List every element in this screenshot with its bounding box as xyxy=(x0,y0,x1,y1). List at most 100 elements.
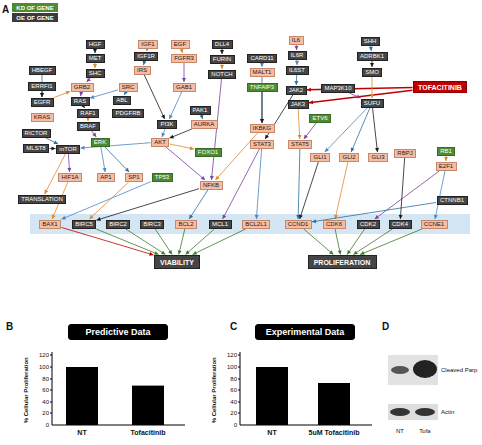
connector-line xyxy=(262,92,263,123)
connector xyxy=(180,49,184,53)
gene-box: IRS xyxy=(134,66,151,75)
gene-box: CDK2 xyxy=(357,220,380,229)
node-text: PDGFRB xyxy=(115,110,140,116)
arrowhead xyxy=(294,81,298,85)
connector-line xyxy=(87,78,91,82)
blot-strip xyxy=(388,355,438,385)
node-text: AKT xyxy=(154,139,166,145)
connector-line xyxy=(349,93,360,98)
y-axis xyxy=(240,352,241,425)
connector-line xyxy=(223,149,260,219)
node-text: GAB1 xyxy=(176,84,192,90)
connector xyxy=(294,75,298,85)
arrowhead xyxy=(182,78,186,82)
arrowhead xyxy=(375,215,379,219)
arrowhead xyxy=(294,46,298,50)
arrowhead xyxy=(325,148,329,152)
node-text: IL6ST xyxy=(289,67,305,73)
arrowhead xyxy=(40,93,44,97)
category-label: NT xyxy=(267,429,276,437)
gene-box: ERK xyxy=(91,138,110,147)
connector-line xyxy=(298,109,300,139)
gene-box: NFKB xyxy=(200,181,223,190)
gene-box: ETV6 xyxy=(309,114,331,123)
connector-line xyxy=(400,158,404,219)
arrowhead xyxy=(210,176,214,180)
node-text: FOXO1 xyxy=(198,149,218,155)
tick-label: 60 xyxy=(42,387,49,394)
arrowhead xyxy=(190,146,194,150)
arrowhead xyxy=(223,215,227,219)
arrowhead xyxy=(180,49,184,53)
gene-box: NOTCH xyxy=(208,70,236,79)
arrowhead xyxy=(370,94,374,98)
connector xyxy=(299,162,318,219)
gene-box: FGFR3 xyxy=(171,54,197,63)
connector xyxy=(369,46,373,51)
arrowhead xyxy=(338,250,342,254)
connector xyxy=(162,129,166,137)
tick-label: 40 xyxy=(230,399,237,406)
node-text: MET xyxy=(89,55,102,61)
connector xyxy=(96,229,158,255)
tick-label: 20 xyxy=(230,410,237,417)
node-text: GLI2 xyxy=(342,154,355,160)
node-text: IGF1 xyxy=(141,41,154,47)
node-text: SHC xyxy=(89,70,102,76)
node-text: MCL1 xyxy=(212,221,228,227)
gene-box: GRB2 xyxy=(71,83,94,92)
node-text: TP53 xyxy=(155,174,169,180)
node-text: FGFR3 xyxy=(174,55,194,61)
arrowhead xyxy=(399,215,403,219)
connector-line xyxy=(97,189,200,220)
lane-label: NT xyxy=(396,428,404,435)
panel-header: Experimental Data xyxy=(255,324,355,340)
blot-band xyxy=(391,366,409,374)
gene-box: RAS xyxy=(71,97,90,106)
connector xyxy=(260,92,264,123)
connector-line xyxy=(360,229,422,255)
connector-line xyxy=(193,229,246,255)
tick-label: 0 xyxy=(46,422,49,429)
gene-box: RAF1 xyxy=(77,109,99,118)
blot-strip xyxy=(388,404,438,420)
node-text: MALT1 xyxy=(253,69,272,75)
gene-box: PDGFRB xyxy=(112,109,144,118)
arrowhead xyxy=(298,135,302,139)
node-text: GLI1 xyxy=(313,154,326,160)
tick-label: 80 xyxy=(42,376,49,383)
gene-box: RB1 xyxy=(437,147,455,156)
tick-label: 40 xyxy=(42,399,49,406)
node-text: TOFACITINIB xyxy=(418,84,462,91)
node-text: ERK xyxy=(94,139,106,145)
node-text: SMO xyxy=(365,69,379,75)
tick-label: 120 xyxy=(39,352,49,359)
arrowhead xyxy=(97,217,101,221)
arrowhead xyxy=(170,135,174,139)
node-text: BIRC2 xyxy=(109,221,127,227)
arrowhead xyxy=(102,168,106,172)
connector-line xyxy=(126,229,166,255)
arrowhead xyxy=(143,61,147,65)
arrowhead xyxy=(299,215,303,219)
connector xyxy=(304,229,334,255)
connector xyxy=(255,149,262,219)
blot-label: Actin xyxy=(441,409,454,416)
connector xyxy=(86,117,90,121)
gene-box: MCL1 xyxy=(209,220,232,229)
connector xyxy=(351,108,370,152)
gene-box: SMO xyxy=(362,68,382,77)
arrowhead xyxy=(260,119,264,123)
gene-box: IGF1 xyxy=(138,40,158,49)
lane-label: Tofa xyxy=(419,428,430,435)
gene-box: BCL2L1 xyxy=(242,220,270,229)
node-text: MAP3K10 xyxy=(324,85,351,91)
connector-line xyxy=(373,108,378,152)
outcome-box: VIABILITY xyxy=(154,255,200,269)
connector xyxy=(92,131,97,137)
node-text: STAT3 xyxy=(253,141,271,147)
arrowhead xyxy=(89,215,93,219)
arrowhead xyxy=(161,115,165,119)
gene-box: CTNNB1 xyxy=(437,196,468,205)
arrowhead xyxy=(201,176,205,180)
